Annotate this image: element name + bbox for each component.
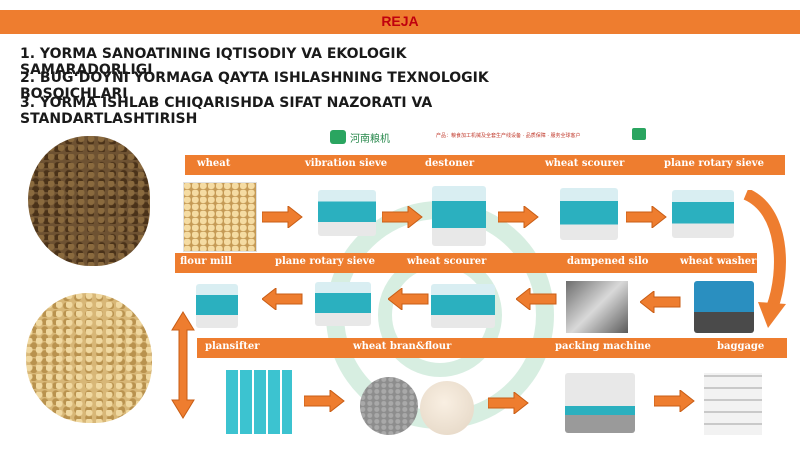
dampened-silo-photo [566, 281, 628, 333]
step-plane-rotary-sieve-2: plane rotary sieve [275, 256, 375, 267]
flour-photo [420, 381, 474, 435]
slide-title: REJA [381, 13, 419, 29]
step-flour-mill: flour mill [180, 256, 232, 267]
plansifter-photo [226, 370, 292, 434]
agenda-item-3: 3. YORMA ISHLAB CHIQARISHDA SIFAT NAZORA… [20, 95, 433, 127]
step-wheat-scourer-2: wheat scourer [407, 256, 487, 267]
vibration-sieve-photo [318, 190, 376, 236]
double-arrow-icon [171, 311, 195, 419]
step-wheat-bran-flour: wheat bran&flour [353, 341, 452, 352]
company-logo: 河南粮机 [330, 129, 420, 145]
step-plansifter: plansifter [205, 341, 260, 352]
wheat-photo [183, 182, 257, 252]
right-arrow-icon [304, 390, 345, 412]
right-arrow-icon [262, 206, 303, 228]
step-wheat: wheat [197, 158, 231, 169]
step-wheat-washer: wheat washer [680, 256, 757, 267]
packing-machine-photo [565, 373, 635, 433]
process-row-2: flour mill plane rotary sieve wheat scou… [175, 253, 757, 273]
left-arrow-icon [262, 288, 303, 310]
slogan-logo-icon [632, 128, 646, 140]
right-arrow-icon [488, 392, 529, 414]
step-dampened-silo: dampened silo [567, 256, 649, 267]
right-arrow-icon [654, 390, 695, 412]
curved-arrow-icon [743, 190, 786, 328]
step-baggage: baggage [717, 341, 765, 352]
wheat-washer-photo [694, 281, 754, 333]
wheat-scourer-2-photo [431, 284, 495, 328]
flour-mill-photo [196, 284, 238, 328]
step-plane-rotary-sieve: plane rotary sieve [664, 158, 764, 169]
step-destoner: destoner [425, 158, 475, 169]
process-row-1: wheat vibration sieve destoner wheat sco… [185, 155, 785, 175]
logo-text: 河南粮机 [350, 134, 390, 145]
plane-rotary-sieve-2-photo [315, 282, 371, 326]
right-arrow-icon [382, 206, 423, 228]
raw-wheat-image [28, 136, 150, 266]
peeled-wheat-image [26, 293, 152, 423]
step-packing-machine: packing machine [555, 341, 651, 352]
step-vibration-sieve: vibration sieve [305, 158, 388, 169]
agenda-item-1: 1. YORMA SANOATINING IQTISODIY VA EKOLOG… [20, 46, 407, 78]
destoner-photo [432, 186, 486, 246]
title-bar: REJA [0, 10, 800, 34]
plane-rotary-sieve-photo [672, 190, 734, 238]
baggage-photo [704, 373, 762, 435]
process-row-3: plansifter wheat bran&flour packing mach… [197, 338, 787, 358]
slogan-text: 产品：粮食加工机械及全套生产线设备 · 品质保障 · 服务全球客户 [436, 133, 581, 139]
right-arrow-icon [498, 206, 539, 228]
wheat-bran-photo [360, 377, 418, 435]
left-arrow-icon [388, 288, 429, 310]
left-arrow-icon [640, 291, 681, 313]
logo-mark-icon [330, 130, 346, 144]
left-arrow-icon [516, 288, 557, 310]
agenda-item-2: 2. BUG‘DOYNI YORMAGA QAYTA ISHLASHNING T… [20, 70, 489, 102]
right-arrow-icon [626, 206, 667, 228]
wheat-scourer-photo [560, 188, 618, 240]
step-wheat-scourer: wheat scourer [545, 158, 625, 169]
